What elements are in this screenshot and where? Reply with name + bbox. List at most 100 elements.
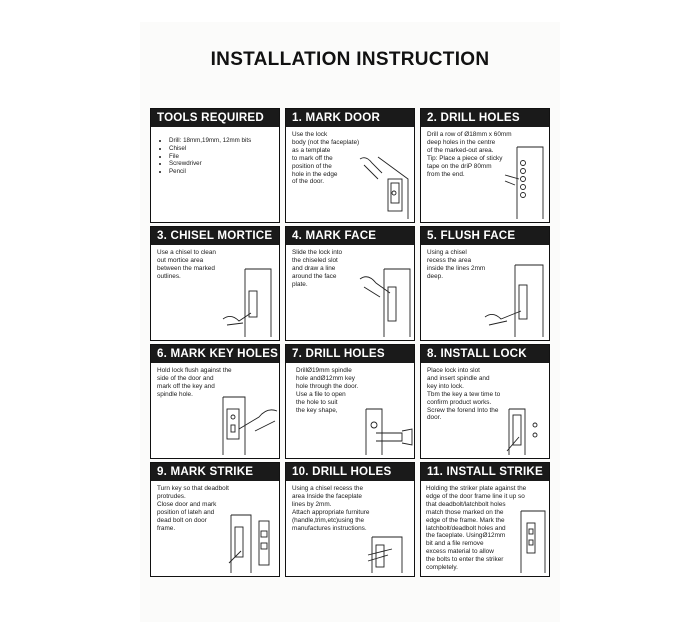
step-drill-holes-1: 2. DRILL HOLES Drill a row of Ø18mm x 60… [420,108,550,223]
step-heading: 6. MARK KEY HOLES [151,345,279,363]
step-text-line: hole in the edge [292,170,338,178]
step-text-line: from the end. [427,170,465,178]
list-item: Chisel [169,145,274,153]
step-text-line: Tbm the key a tew time to [427,390,501,398]
step-text-line: Screw the forend Into the [427,406,499,414]
step-text-line: plate. [292,280,308,288]
step-text-line: key into lock. [427,382,464,390]
step-text-line: of the door. [292,178,324,186]
step-heading: 3. CHISEL MORTICE [151,227,279,245]
step-text-line: Using a chisel recess the [292,485,364,492]
step-text-line: lines by 2mm. [292,500,332,508]
mark-strike-illustration [228,514,270,573]
step-text-line: latchbolt/deadbolt holes and [426,524,506,532]
list-item: Screwdriver [169,160,274,168]
step-text-line: as a template [292,146,331,154]
step-heading: 4. MARK FACE [286,227,414,245]
step-text-line: position of the [292,162,332,170]
step-text-line: Holding the striker plate against the [426,485,527,492]
step-mark-key-holes: 6. MARK KEY HOLES Hold lock flush agains… [150,344,280,459]
step-flush-face: 5. FLUSH FACE Using a chisel recess the … [420,226,550,341]
step-chisel-mortice: 3. CHISEL MORTICE Use a chisel to clean … [150,226,280,341]
step-text-line: deep. [427,272,443,280]
step-tools-required: TOOLS REQUIRED Drill: 18mm,19mm, 12mm bi… [150,108,280,223]
step-text-line: (handle,trim,etc)using the [292,516,365,524]
step-text-line: match those marked on the [426,508,504,516]
step-heading: 11. INSTALL STRIKE [421,463,549,481]
step-drill-holes-2: 7. DRILL HOLES DrillØ19mm spindle hole a… [285,344,415,459]
list-item: Pencil [169,168,274,176]
step-text-line: excess material to allow [426,548,494,556]
install-strike-illustration [520,510,546,573]
flush-face-illustration [484,264,544,337]
step-text-line: side of the door and [157,374,214,382]
step-text-line: manufactures instructions. [292,524,367,532]
step-install-lock: 8. INSTALL LOCK Place lock into slot and… [420,344,550,459]
step-text-line: the faceplate. UsingØ12mm [426,532,506,540]
step-text-line: area Inside the faceplate [292,492,362,500]
step-text-line: Use a chisel to clean [157,249,216,256]
step-text-line: between the marked [157,264,215,272]
step-heading: 5. FLUSH FACE [421,227,549,245]
step-text-line: the chiseled slot [292,256,338,264]
step-install-strike: 11. INSTALL STRIKE Holding the striker p… [420,462,550,577]
step-text-line: edge of the door frame line it up so [426,492,525,500]
step-text-line: edge of the frame. Mark the [426,516,505,524]
step-text-line: outlines. [157,272,181,280]
step-heading: TOOLS REQUIRED [151,109,279,127]
drill-holes-illustration [504,146,544,219]
step-text-line: Use a file to open [296,390,346,398]
step-text-line: Tip: Place a piece of sticky [427,154,503,162]
step-text-line: protrudes. [157,492,186,500]
step-heading: 8. INSTALL LOCK [421,345,549,363]
step-text-line: to mark off the [292,154,333,162]
mark-door-illustration [359,156,409,219]
step-text-line: hole through the door. [296,382,359,390]
step-text-line: Slide the lock into [292,249,343,256]
drill-through-illustration [365,408,413,455]
step-mark-face: 4. MARK FACE Slide the lock into the chi… [285,226,415,341]
install-lock-illustration [506,408,538,455]
step-text-line: Using a chisel [427,249,467,256]
step-text-line: Hold lock flush against the [157,367,232,374]
step-text-line: the key shape, [296,406,338,414]
step-text-line: completely. [426,564,458,572]
step-text-line: position of lateh and [157,508,215,516]
step-text-line: out mortice area [157,256,204,264]
step-text-line: bit and a file remove [426,540,484,548]
step-text-line: and insert spindle and [427,374,490,382]
step-heading: 2. DRILL HOLES [421,109,549,127]
step-text-line: the hole to suit [296,398,338,406]
step-drill-holes-3: 10. DRILL HOLES Using a chisel recess th… [285,462,415,577]
step-text-line: Place lock into slot [427,367,480,374]
step-text-line: spindle hole. [157,390,193,398]
step-heading: 10. DRILL HOLES [286,463,414,481]
step-text-line: that deadbolt/latchbolt holes [426,500,506,508]
step-heading: 1. MARK DOOR [286,109,414,127]
step-text-line: Use the lock [292,131,328,138]
step-text-line: tape on the driP 80mm [427,162,492,170]
step-text-line: dead bolt on door [157,516,207,524]
step-text-line: Close door and mark [157,500,217,508]
page-title: INSTALLATION INSTRUCTION [210,49,490,70]
step-text-line: recess the area [427,256,472,264]
step-mark-door: 1. MARK DOOR Use the lock body (not the … [285,108,415,223]
step-text-line: Attach appropriate furniture [292,508,370,516]
list-item: File [169,153,274,161]
mark-key-holes-illustration [222,396,278,455]
step-text-line: the bolts to enter the striker [426,556,504,564]
chisel-mortice-illustration [222,268,272,337]
step-mark-strike: 9. MARK STRIKE Turn key so that deadbolt… [150,462,280,577]
step-text-line: Turn key so that deadbolt [157,485,229,492]
step-text-line: around the face [292,272,337,280]
mark-face-illustration [359,268,411,337]
step-text-line: deep holes in the centre [427,138,496,146]
recess-faceplate-illustration [367,536,403,573]
list-item: Drill: 18mm,19mm, 12mm bits [169,137,274,145]
step-heading: 9. MARK STRIKE [151,463,279,481]
step-text-line: DrillØ19mm spindle [296,367,352,374]
step-text-line: and draw a line [292,264,336,272]
step-text-line: inside the lines 2mm [427,264,486,272]
step-text-line: door. [427,414,442,422]
step-text-line: frame. [157,524,176,532]
